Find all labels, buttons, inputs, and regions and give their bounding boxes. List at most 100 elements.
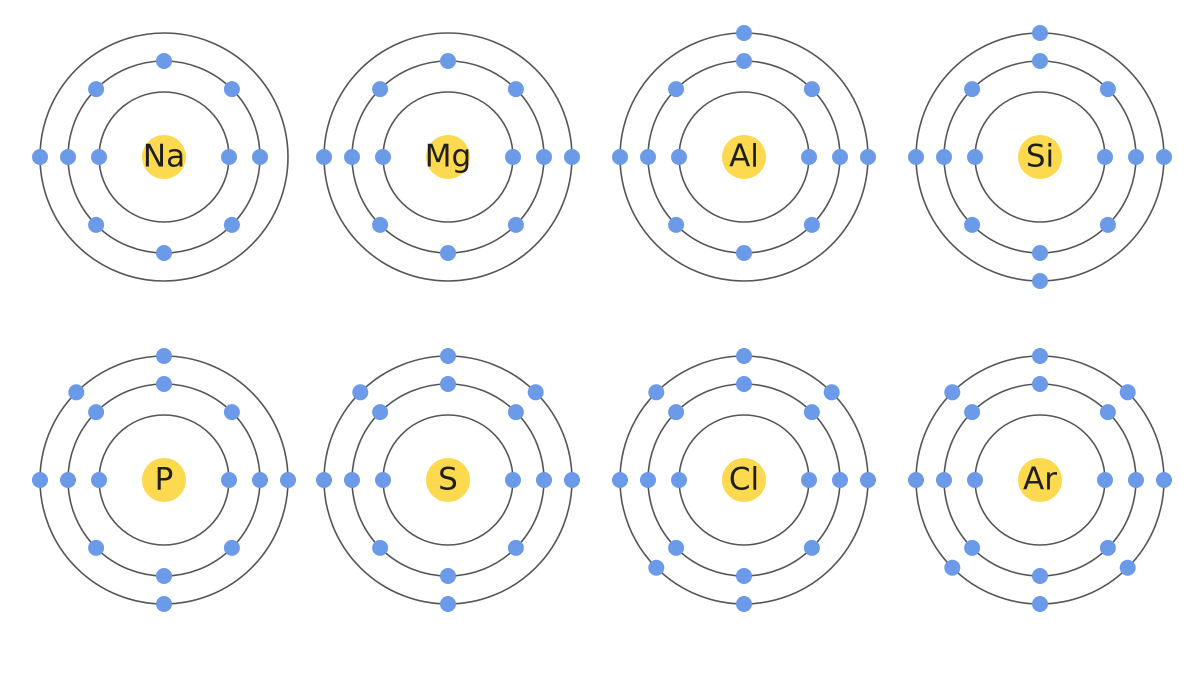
atom-al: Al (612, 25, 876, 282)
electron-s-shell2-1 (344, 472, 360, 488)
electron-cl-shell3-3 (860, 472, 876, 488)
electron-na-shell2-2 (252, 149, 268, 165)
electron-na-shell1-1 (91, 149, 107, 165)
electron-p-shell2-5 (88, 404, 105, 421)
electron-al-shell2-4 (736, 245, 752, 261)
electron-p-shell1-2 (221, 472, 237, 488)
electron-mg-shell2-3 (440, 53, 456, 69)
electron-s-shell1-2 (505, 472, 521, 488)
electron-cl-shell3-7 (648, 559, 665, 576)
electron-na-shell2-8 (223, 216, 240, 233)
electron-s-shell3-5 (352, 384, 369, 401)
electron-mg-shell3-1 (316, 149, 332, 165)
electron-si-shell2-8 (1099, 216, 1116, 233)
electron-ar-shell2-3 (1032, 376, 1048, 392)
electron-mg-shell2-2 (536, 149, 552, 165)
electron-p-shell1-1 (91, 472, 107, 488)
electron-mg-shell2-1 (344, 149, 360, 165)
electron-cl-shell3-5 (648, 384, 665, 401)
element-symbol-na: Na (143, 139, 185, 175)
electron-cl-shell2-7 (668, 539, 685, 556)
electron-cl-shell2-2 (832, 472, 848, 488)
electron-cl-shell3-1 (736, 348, 752, 364)
element-symbol-mg: Mg (425, 139, 471, 175)
atom-mg: Mg (316, 32, 580, 282)
electron-mg-shell2-5 (372, 81, 389, 98)
electron-cl-shell3-6 (823, 384, 840, 401)
electron-cl-shell2-4 (736, 568, 752, 584)
electron-s-shell2-2 (536, 472, 552, 488)
nucleus-ar (1018, 458, 1062, 502)
electron-p-shell2-3 (156, 376, 172, 392)
nucleus-p (142, 458, 186, 502)
atom-ar: Ar (908, 348, 1172, 612)
nucleus-al (722, 135, 766, 179)
electron-al-shell3-2 (612, 149, 628, 165)
atom-cl: Cl (612, 348, 876, 612)
element-symbol-si: Si (1026, 139, 1054, 175)
electron-cl-shell3-4 (736, 596, 752, 612)
electron-al-shell2-8 (803, 216, 820, 233)
electron-ar-shell3-6 (1119, 384, 1136, 401)
atom-na: Na (32, 32, 289, 282)
electron-mg-shell2-8 (507, 216, 524, 233)
electron-mg-shell1-2 (505, 149, 521, 165)
electron-ar-shell3-4 (1032, 596, 1048, 612)
element-symbol-s: S (438, 462, 458, 498)
electron-ar-shell1-1 (967, 472, 983, 488)
electron-al-shell2-5 (668, 81, 685, 98)
electron-s-shell3-4 (440, 596, 456, 612)
electron-p-shell2-4 (156, 568, 172, 584)
electron-s-shell2-5 (372, 404, 389, 421)
electron-cl-shell2-5 (668, 404, 685, 421)
electron-ar-shell2-8 (1099, 539, 1116, 556)
electron-si-shell1-1 (967, 149, 983, 165)
electron-p-shell3-1 (156, 348, 172, 364)
electron-cl-shell3-2 (612, 472, 628, 488)
electron-si-shell2-4 (1032, 245, 1048, 261)
electron-si-shell2-2 (1128, 149, 1144, 165)
electron-na-shell2-4 (156, 245, 172, 261)
electron-ar-shell3-8 (1119, 559, 1136, 576)
electron-si-shell3-1 (1032, 25, 1048, 41)
electron-s-shell2-6 (507, 404, 524, 421)
electron-na-shell1-2 (221, 149, 237, 165)
electron-p-shell3-5 (68, 384, 85, 401)
electron-p-shell2-2 (252, 472, 268, 488)
electron-al-shell1-1 (671, 149, 687, 165)
electron-mg-shell1-1 (375, 149, 391, 165)
electron-mg-shell3-2 (564, 149, 580, 165)
nucleus-na (142, 135, 186, 179)
electron-ar-shell3-3 (1156, 472, 1172, 488)
element-symbol-cl: Cl (729, 462, 759, 498)
electron-si-shell2-3 (1032, 53, 1048, 69)
electron-ar-shell2-1 (936, 472, 952, 488)
electron-p-shell3-3 (280, 472, 296, 488)
electron-s-shell2-8 (507, 539, 524, 556)
electron-cl-shell1-1 (671, 472, 687, 488)
electron-ar-shell2-4 (1032, 568, 1048, 584)
electron-ar-shell3-7 (944, 559, 961, 576)
nucleus-cl (722, 458, 766, 502)
electron-ar-shell3-1 (1032, 348, 1048, 364)
electron-s-shell2-7 (372, 539, 389, 556)
electron-si-shell3-2 (908, 149, 924, 165)
electron-si-shell2-7 (964, 216, 981, 233)
electron-al-shell1-2 (801, 149, 817, 165)
electron-na-shell2-1 (60, 149, 76, 165)
element-symbol-al: Al (729, 139, 759, 175)
electron-cl-shell2-6 (803, 404, 820, 421)
electron-si-shell1-2 (1097, 149, 1113, 165)
electron-p-shell2-8 (223, 539, 240, 556)
electron-ar-shell3-2 (908, 472, 924, 488)
electron-p-shell2-1 (60, 472, 76, 488)
electron-al-shell2-1 (640, 149, 656, 165)
electron-al-shell2-2 (832, 149, 848, 165)
electron-na-shell3-1 (32, 149, 48, 165)
electron-al-shell3-3 (860, 149, 876, 165)
electron-ar-shell2-5 (964, 404, 981, 421)
nucleus-s (426, 458, 470, 502)
electron-p-shell2-6 (223, 404, 240, 421)
electron-s-shell2-4 (440, 568, 456, 584)
electron-s-shell3-1 (440, 348, 456, 364)
